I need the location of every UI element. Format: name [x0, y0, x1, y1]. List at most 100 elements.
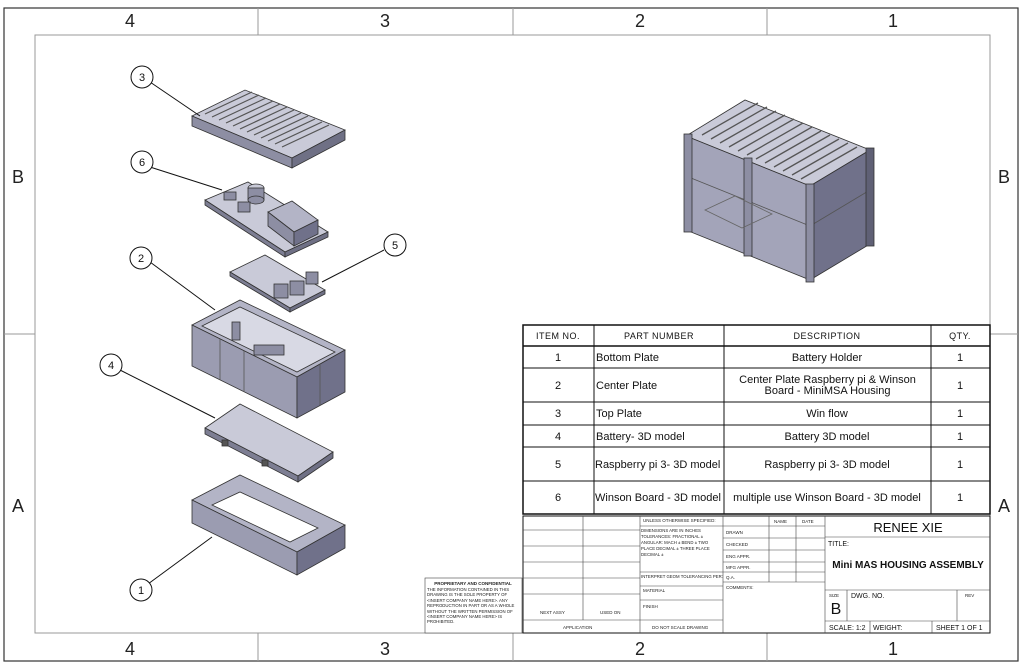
bom-row-2-desc-box: Center Plate Raspberry pi & Winson Board… — [739, 373, 916, 397]
weight-label: WEIGHT: — [873, 625, 902, 632]
title-block: PROPRIETARY AND CONFIDENTIAL THE INFORMA… — [424, 515, 991, 634]
bom-table: ITEM NO. PART NUMBER DESCRIPTION QTY. 1 … — [522, 324, 991, 515]
role-drawn: DRAWN — [726, 530, 743, 535]
bom-row-4-item: 4 — [555, 431, 561, 443]
material-label: MATERIAL — [643, 588, 666, 593]
next-assy-label: NEXT ASSY — [540, 610, 565, 615]
bom-row-2-part: Center Plate — [596, 380, 657, 392]
balloon-6-circle — [130, 150, 154, 174]
bom-row-3-part: Top Plate — [596, 408, 642, 420]
zone-row-left-a: A — [12, 496, 24, 516]
balloon-3: 3 — [139, 72, 145, 84]
part-battery — [204, 403, 334, 483]
balloon-4: 4 — [108, 360, 114, 372]
bom-row-4-part: Battery- 3D model — [596, 431, 685, 443]
zone-col-top-3: 2 — [635, 11, 645, 31]
zone-ticks — [4, 8, 1018, 661]
sheet-count: SHEET 1 OF 1 — [936, 625, 983, 632]
bom-row-6-part-box: Winson Board - 3D model — [595, 492, 721, 504]
balloon-2: 2 — [138, 253, 144, 265]
zone-row-right-a: A — [998, 496, 1010, 516]
sheet-size: B — [831, 601, 842, 618]
bom-row-6-part: Winson Board - 3D model — [595, 492, 721, 504]
tolerances: DIMENSIONS ARE IN INCHES TOLERANCES: FRA… — [641, 528, 710, 557]
bom-row-5-desc: Raspberry pi 3- 3D model — [764, 459, 889, 471]
part-raspberry-pi — [229, 254, 326, 313]
interpret-box: INTERPRET GEOM TOLERANCING PER: — [641, 574, 723, 579]
bom-row-4-qty: 1 — [957, 431, 963, 443]
zone-row-left-b: B — [12, 167, 24, 187]
part-top-plate — [191, 89, 346, 169]
date-header: DATE — [802, 519, 814, 524]
part-bottom-plate — [191, 474, 346, 576]
zone-col-bottom-1: 4 — [125, 639, 135, 659]
bom-header-item: ITEM NO. — [536, 331, 580, 341]
balloon-5-circle — [383, 233, 407, 257]
balloon-1: 1 — [138, 585, 144, 597]
part-center-housing — [191, 299, 346, 419]
balloon-5: 5 — [392, 240, 398, 252]
proprietary-title: PROPRIETARY AND CONFIDENTIAL — [434, 581, 512, 586]
balloons: 3 6 2 5 4 1 — [99, 65, 407, 602]
dwg-no-label: DWG. NO. — [851, 593, 884, 600]
zone-col-top-2: 3 — [380, 11, 390, 31]
zone-row-right-b: B — [998, 167, 1010, 187]
zone-labels: 4 3 2 1 4 3 2 1 B A B A — [12, 11, 1010, 659]
proprietary-text-box: THE INFORMATION CONTAINED IN THIS DRAWIN… — [427, 587, 515, 625]
name-header: NAME — [774, 519, 787, 524]
application-label: APPLICATION — [563, 625, 592, 630]
interpret-geom: INTERPRET GEOM TOLERANCING PER: — [641, 574, 723, 579]
bom-row-1-desc: Battery Holder — [792, 352, 863, 364]
bom-row-2-item: 2 — [555, 380, 561, 392]
title-label: TITLE: — [828, 541, 849, 548]
balloon-3-circle — [130, 65, 154, 89]
used-on-label: USED ON — [600, 610, 621, 615]
finish-label: FINISH — [643, 604, 658, 609]
bom-row-1-part: Bottom Plate — [596, 352, 659, 364]
drawing-title: Mini MAS HOUSING ASSEMBLY — [832, 560, 984, 571]
exploded-view — [191, 89, 346, 576]
role-eng-appr: ENG APPR. — [726, 554, 750, 559]
bom-header-description: DESCRIPTION — [793, 331, 860, 341]
bom-header-part: PART NUMBER — [624, 331, 694, 341]
bom-row-5-part: Raspberry pi 3- 3D model — [595, 458, 721, 471]
bom-row-5-qty: 1 — [957, 459, 963, 471]
bom-header-qty: QTY. — [949, 331, 971, 341]
assembled-view — [683, 99, 875, 283]
zone-col-bottom-2: 3 — [380, 639, 390, 659]
bom-row-1-item: 1 — [555, 352, 561, 364]
part-winson-board — [204, 181, 329, 258]
bom-row-3-item: 3 — [555, 408, 561, 420]
bom-row-5-item: 5 — [555, 459, 561, 471]
zone-col-bottom-3: 2 — [635, 639, 645, 659]
bom-row-5-part-box: Raspberry pi 3- 3D model — [595, 458, 721, 471]
role-mfg-appr: MFG APPR. — [726, 565, 751, 570]
bom-row-6-desc: multiple use Winson Board - 3D model — [733, 492, 921, 504]
scale-label: SCALE: 1:2 — [829, 625, 866, 632]
balloon-6: 6 — [139, 157, 145, 169]
bom-row-6-item: 6 — [555, 492, 561, 504]
do-not-scale: DO NOT SCALE DRAWING — [652, 625, 709, 630]
tolerances-box: DIMENSIONS ARE IN INCHES TOLERANCES: FRA… — [641, 528, 710, 557]
bom-row-3-qty: 1 — [957, 408, 963, 420]
rev-label: REV — [965, 593, 974, 598]
role-comments: COMMENTS: — [726, 585, 754, 590]
zone-col-bottom-4: 1 — [888, 639, 898, 659]
proprietary-text: THE INFORMATION CONTAINED IN THIS DRAWIN… — [427, 587, 515, 625]
bom-row-4-desc: Battery 3D model — [785, 431, 870, 443]
bom-row-2-desc: Center Plate Raspberry pi & Winson Board… — [739, 373, 916, 397]
bom-row-2-qty: 1 — [957, 380, 963, 392]
bom-row-3-desc: Win flow — [806, 408, 848, 420]
company-name: RENEE XIE — [873, 520, 943, 535]
zone-col-top-1: 4 — [125, 11, 135, 31]
balloon-2-circle — [129, 246, 153, 270]
bom-row-1-qty: 1 — [957, 352, 963, 364]
role-checked: CHECKED — [726, 542, 749, 547]
leader-lines — [119, 81, 385, 585]
balloon-4-circle — [99, 353, 123, 377]
size-label: SIZE — [829, 593, 839, 598]
zone-col-top-4: 1 — [888, 11, 898, 31]
unless-specified: UNLESS OTHERWISE SPECIFIED: — [643, 518, 716, 523]
role-qa: Q.A. — [726, 575, 735, 580]
